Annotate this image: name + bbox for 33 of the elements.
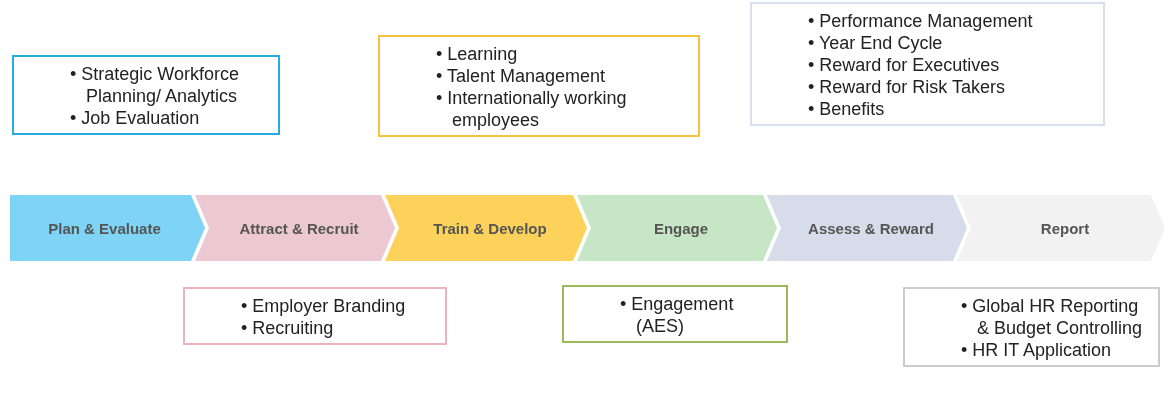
chevron-step <box>577 195 777 261</box>
step-label: Attract & Recruit <box>239 218 359 239</box>
chevron-step <box>957 195 1165 261</box>
list-item: • Performance Management <box>808 10 1034 32</box>
list-item: • Year End Cycle <box>808 32 944 54</box>
list-item: • Internationally working employees <box>436 87 628 131</box>
list-item: • HR IT Application <box>961 339 1113 361</box>
bullet-box <box>378 35 700 137</box>
list-item: • Benefits <box>808 98 886 120</box>
list-item: • Strategic Workforce Planning/ Analytics <box>70 63 241 107</box>
step-label: Train & Develop <box>433 218 547 239</box>
bullet-box <box>750 2 1105 126</box>
bullet-box <box>903 287 1160 367</box>
bullet-box <box>183 287 447 345</box>
list-item: • Recruiting <box>241 317 335 339</box>
bullet-box <box>12 55 280 135</box>
chevron-step <box>385 195 587 261</box>
step-label: Assess & Reward <box>808 218 934 239</box>
chevron-step <box>195 195 395 261</box>
list-item: • Reward for Executives <box>808 54 1001 76</box>
list-item: • Engagement (AES) <box>620 293 735 337</box>
step-label: Plan & Evaluate <box>48 218 161 239</box>
bullet-box <box>562 285 788 343</box>
step-label: Engage <box>653 218 709 239</box>
list-item: • Job Evaluation <box>70 107 201 129</box>
list-item: • Employer Branding <box>241 295 407 317</box>
list-item: • Global HR Reporting & Budget Controlling <box>961 295 1144 339</box>
list-item: • Reward for Risk Takers <box>808 76 1007 98</box>
list-item: • Talent Management <box>436 65 607 87</box>
step-label: Report <box>1040 218 1090 239</box>
chevron-step <box>767 195 967 261</box>
chevron-step <box>10 195 205 261</box>
list-item: • Learning <box>436 43 519 65</box>
